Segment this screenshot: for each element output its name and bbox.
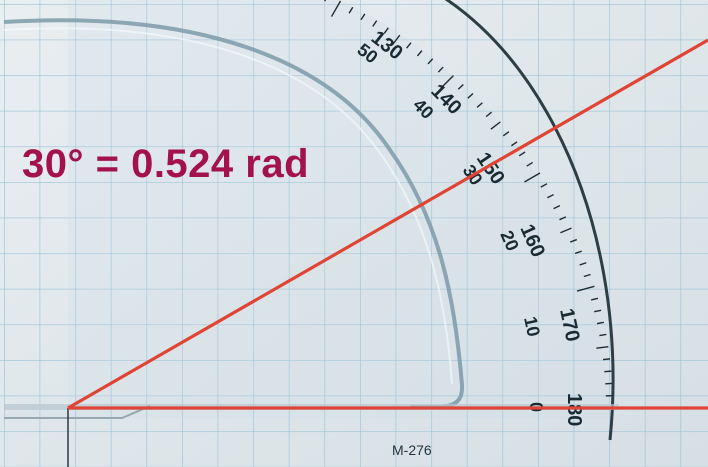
degree-tick [330,0,342,17]
degree-tick [547,194,554,199]
degree-tick [570,238,578,243]
degree-tick [540,183,548,188]
degree-tick [579,262,587,266]
angle-lines [67,38,708,410]
angle-caption: 30° = 0.524 rad [22,142,310,186]
degree-tick [553,205,561,210]
degree-tick [574,250,582,255]
inner-cutout-arc [3,18,465,409]
degree-tick [599,333,607,337]
degree-tick [518,151,526,157]
degree-tick [457,83,464,90]
degree-tick [427,58,434,65]
degree-tick [559,216,567,221]
degree-tick [560,227,572,234]
degree-tick [502,131,510,137]
degree-tick [440,75,454,89]
degree-tick [372,20,378,27]
degree-tick [510,141,518,147]
degree-tick [360,13,366,21]
degree-tick [490,121,501,130]
degree-tick [383,27,389,34]
degree-ticks [324,0,613,409]
degree-tick [594,309,602,313]
degree-tick [416,50,423,57]
degree-tick [324,0,327,2]
degree-tick [476,102,483,108]
degree-tick [576,285,595,292]
degree-tick [437,66,444,73]
outer-label-180: 180 [563,393,585,426]
degree-tick [526,161,534,167]
degree-tick [467,92,474,99]
degree-tick [391,34,401,46]
inner-label-10: 10 [520,315,544,339]
degree-tick [348,6,354,14]
protractor-body [3,0,619,467]
model-number: M-276 [392,442,432,458]
degree-tick [583,273,591,278]
degree-tick [604,370,612,373]
degree-tick [596,345,609,349]
degree-tick [406,42,412,49]
degree-tick [596,321,605,325]
degree-tick [524,172,541,183]
angle-ray-red-line [67,38,708,410]
degree-tick [485,111,492,118]
degree-tick [590,297,599,301]
degree-tick [602,358,611,361]
